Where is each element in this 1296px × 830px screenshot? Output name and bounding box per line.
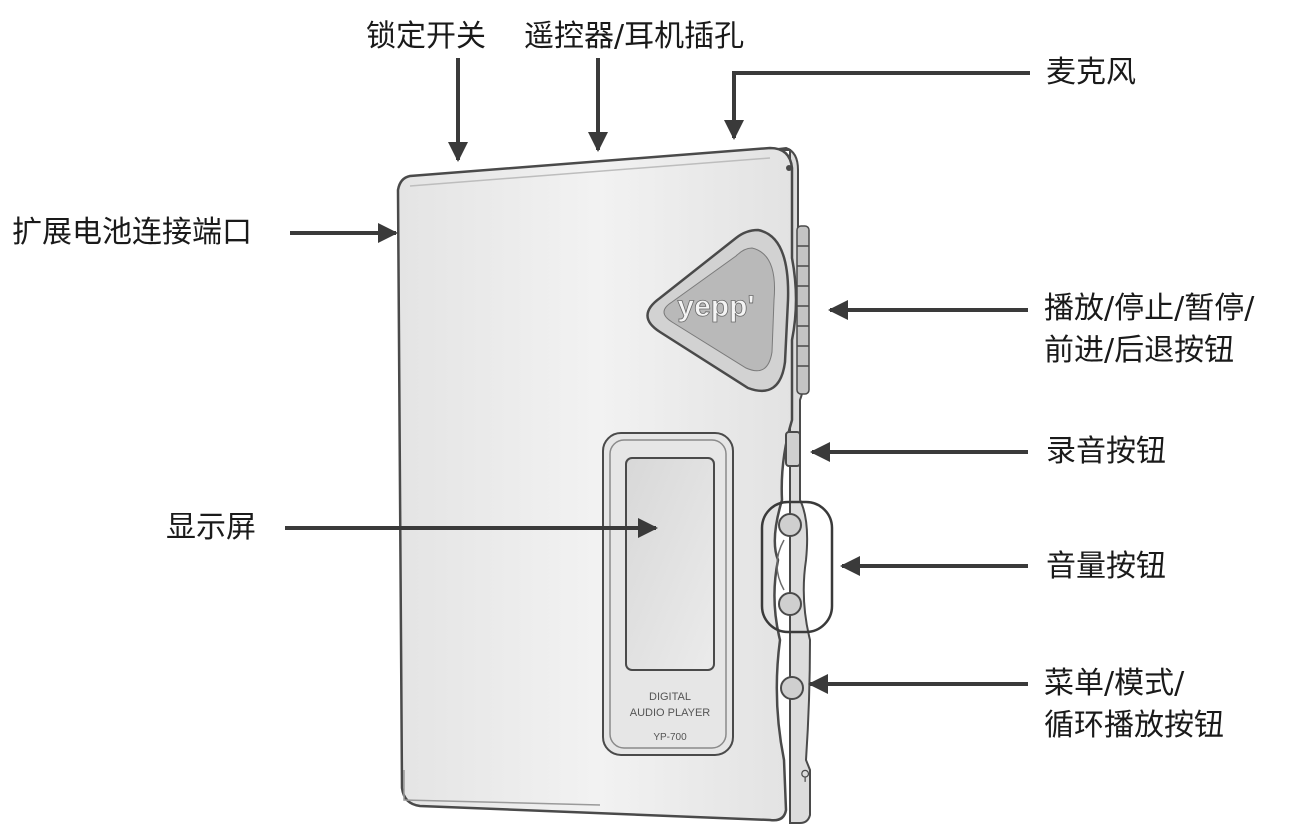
label-microphone: 麦克风: [1046, 55, 1136, 90]
volume-up-button-shape: [778, 513, 802, 537]
label-battery-port: 扩展电池连接端口: [12, 215, 252, 250]
logo-text: yepp': [677, 290, 754, 323]
label-menu-buttons-line2: 循环播放按钮: [1044, 708, 1224, 743]
display-screen: [625, 457, 715, 671]
label-play-buttons-line1: 播放/停止/暂停/: [1044, 291, 1255, 326]
label-menu-buttons: 菜单/模式/ 循环播放按钮: [1044, 663, 1224, 747]
volume-down-button-shape: [778, 592, 802, 616]
label-remote-jack: 遥控器/耳机插孔: [524, 19, 745, 54]
label-volume-buttons: 音量按钮: [1046, 549, 1166, 584]
menu-button-shape: [780, 676, 804, 700]
badge-line1: DIGITAL: [649, 691, 691, 703]
label-record-button: 录音按钮: [1046, 434, 1166, 469]
label-menu-buttons-line1: 菜单/模式/: [1044, 666, 1185, 701]
label-lock-switch: 锁定开关: [366, 19, 486, 54]
arrow-microphone: [724, 71, 1030, 140]
badge-line2: AUDIO PLAYER: [630, 707, 711, 719]
volume-highlight: [760, 500, 834, 634]
label-play-buttons-line2: 前进/后退按钮: [1044, 333, 1235, 368]
callout-arrows: [285, 58, 1030, 694]
record-button-shape: [785, 431, 801, 467]
label-play-buttons: 播放/停止/暂停/ 前进/后退按钮: [1044, 288, 1254, 372]
label-display: 显示屏: [166, 510, 256, 545]
svg-text:⚲: ⚲: [800, 768, 810, 784]
jog-dial: [796, 225, 810, 395]
model-number: YP-700: [653, 732, 687, 743]
